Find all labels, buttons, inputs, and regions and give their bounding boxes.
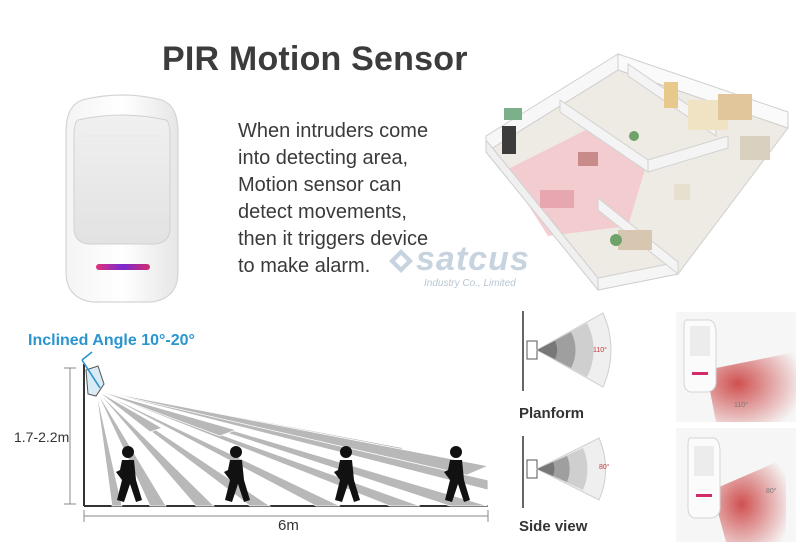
description-line: into detecting area, [238,147,409,169]
photo-planform-angle: 110° [734,402,748,409]
planform-label: Planform [519,405,585,422]
walking-person-icon [224,446,250,502]
watermark-subtitle: Industry Co., Limited [424,278,516,289]
inclined-angle-label: Inclined Angle 10°-20° [28,332,195,349]
detection-coverage-diagram [64,351,490,522]
side-view-label: Side view [519,518,588,535]
detection-beams [95,389,490,507]
watermark-logo-icon [389,249,413,273]
walking-person-icon [444,446,470,502]
sensor-photo-sideview: 80° [676,428,796,542]
description-line: When intruders come [238,120,429,142]
height-label: 1.7-2.2m [14,429,70,445]
description-line: Motion sensor can [238,174,402,196]
photo-sideview-angle: 80° [766,488,777,495]
description-text: When intruders come into detecting area,… [238,118,428,280]
sensor-photo-planform: 110° [676,312,796,422]
watermark-brand: satcus [416,240,530,278]
wall-sensor-icon [81,351,105,397]
planform-diagram: 110° [515,305,625,395]
distance-label: 6m [278,517,299,534]
description-line: detect movements, [238,201,407,223]
side-view-diagram: 80° [515,432,625,512]
walking-person-icon [334,446,360,502]
pir-sensor-illustration [65,94,179,303]
led-indicator [96,264,150,270]
page-title: PIR Motion Sensor [162,40,468,78]
sideview-angle-label: 80° [599,464,610,471]
walking-person-icon [116,446,142,502]
description-line: to make alarm. [238,255,371,277]
description-line: then it triggers device [238,228,429,250]
house-floorplan-illustration [485,53,789,292]
planform-angle-label: 110° [593,347,607,354]
